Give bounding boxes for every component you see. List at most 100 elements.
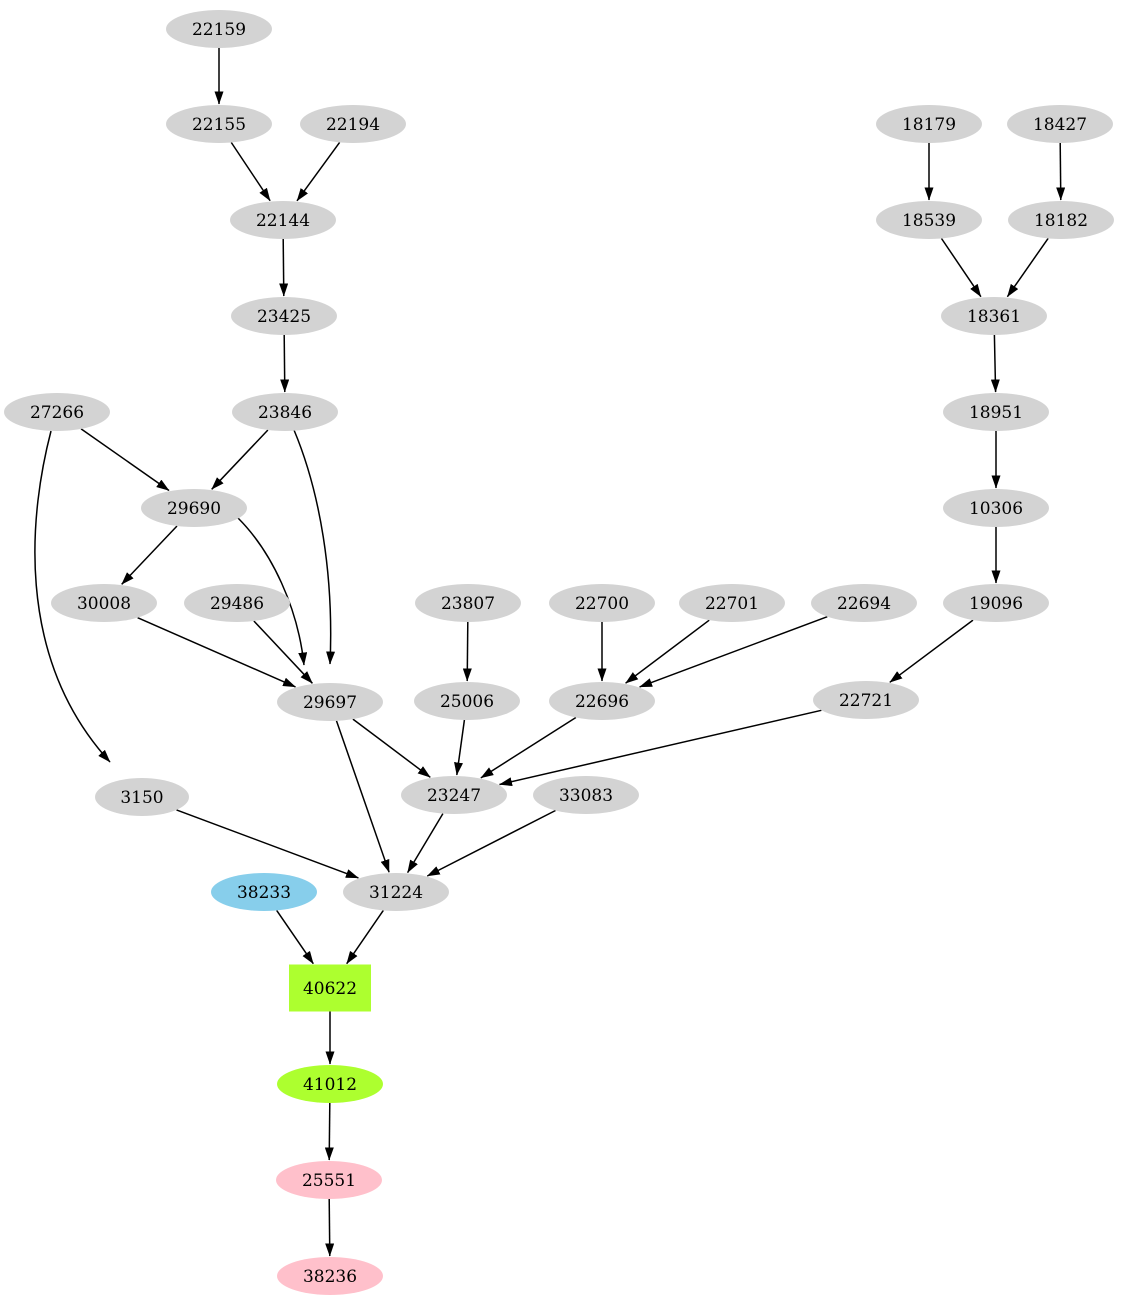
node-label-18361: 18361 <box>967 307 1021 327</box>
node-38233: 38233 <box>211 873 317 911</box>
node-40622: 40622 <box>289 964 371 1012</box>
node-label-30008: 30008 <box>77 594 131 614</box>
node-29486: 29486 <box>184 584 290 622</box>
edge-22155-22144 <box>230 142 271 202</box>
node-ellipse-25006 <box>414 682 520 720</box>
node-18361: 18361 <box>941 297 1047 335</box>
edge-29690-30008 <box>121 525 178 585</box>
edge-33083-31224 <box>426 809 556 877</box>
nodes-layer: 22159 22155 22194 22144 23425 23846 27266 29690… <box>4 10 1114 1295</box>
node-18539: 18539 <box>876 201 982 239</box>
node-22700: 22700 <box>549 584 655 622</box>
node-30008: 30008 <box>51 584 157 622</box>
node-29690: 29690 <box>141 489 247 527</box>
edge-22194-22144 <box>296 141 341 202</box>
node-19096: 19096 <box>943 584 1049 622</box>
node-ellipse-41012 <box>277 1065 383 1103</box>
edge-23425-23846 <box>280 334 290 393</box>
node-label-22721: 22721 <box>839 691 893 711</box>
node-ellipse-31224 <box>343 873 449 911</box>
node-label-27266: 27266 <box>30 403 84 423</box>
node-ellipse-25551 <box>276 1161 382 1199</box>
node-22159: 22159 <box>166 10 272 48</box>
node-ellipse-22159 <box>166 10 272 48</box>
node-label-18182: 18182 <box>1034 211 1088 231</box>
node-ellipse-18951 <box>943 393 1049 431</box>
node-25006: 25006 <box>414 682 520 720</box>
node-ellipse-22721 <box>813 681 919 719</box>
edge-38233-40622 <box>276 909 314 965</box>
edge-23807-25006 <box>462 621 472 682</box>
node-25551: 25551 <box>276 1161 382 1199</box>
node-ellipse-19096 <box>943 584 1049 622</box>
edge-19096-22721 <box>889 619 974 683</box>
edge-18182-18361 <box>1006 237 1049 298</box>
node-27266: 27266 <box>4 393 110 431</box>
node-23807: 23807 <box>415 584 521 622</box>
edge-27266-3150 <box>34 430 111 763</box>
node-label-38236: 38236 <box>303 1267 357 1287</box>
node-38236: 38236 <box>277 1257 383 1295</box>
node-ellipse-18361 <box>941 297 1047 335</box>
node-label-18539: 18539 <box>902 211 956 231</box>
node-ellipse-38233 <box>211 873 317 911</box>
node-ellipse-22701 <box>679 584 785 622</box>
node-3150: 3150 <box>95 778 189 816</box>
node-22194: 22194 <box>300 105 406 143</box>
node-22144: 22144 <box>230 201 336 239</box>
node-ellipse-22696 <box>549 682 655 720</box>
edge-25006-23247 <box>454 719 466 776</box>
node-label-40622: 40622 <box>303 979 357 999</box>
node-22701: 22701 <box>679 584 785 622</box>
node-label-22159: 22159 <box>192 20 246 40</box>
node-label-22696: 22696 <box>575 692 629 712</box>
node-31224: 31224 <box>343 873 449 911</box>
node-22155: 22155 <box>166 105 272 143</box>
node-ellipse-23247 <box>401 776 507 814</box>
node-label-41012: 41012 <box>303 1075 357 1095</box>
node-label-29690: 29690 <box>167 499 221 519</box>
edge-29697-23247 <box>352 718 431 778</box>
edges-layer <box>34 48 1066 1257</box>
edge-18539-18361 <box>940 238 982 298</box>
node-label-3150: 3150 <box>120 788 163 808</box>
edge-22701-22696 <box>625 619 710 684</box>
edge-18427-18182 <box>1056 142 1066 201</box>
node-10306: 10306 <box>943 489 1049 527</box>
node-23425: 23425 <box>231 297 337 335</box>
edge-23846-29697 <box>293 429 336 665</box>
node-label-22701: 22701 <box>705 594 759 614</box>
node-ellipse-29486 <box>184 584 290 622</box>
node-label-23846: 23846 <box>258 403 312 423</box>
node-18427: 18427 <box>1007 105 1113 143</box>
edge-22144-23425 <box>279 238 289 297</box>
node-ellipse-22694 <box>811 584 917 622</box>
node-33083: 33083 <box>533 776 639 814</box>
node-label-22144: 22144 <box>256 211 310 231</box>
node-label-23807: 23807 <box>441 594 495 614</box>
edge-27266-29690 <box>80 428 170 492</box>
node-22694: 22694 <box>811 584 917 622</box>
edge-29690-29697 <box>237 517 308 666</box>
node-29697: 29697 <box>277 683 383 721</box>
node-18179: 18179 <box>876 105 982 143</box>
node-ellipse-33083 <box>533 776 639 814</box>
node-ellipse-22194 <box>300 105 406 143</box>
node-label-25551: 25551 <box>302 1171 356 1191</box>
node-22696: 22696 <box>549 682 655 720</box>
edge-22694-22696 <box>639 615 828 688</box>
node-label-22155: 22155 <box>192 115 246 135</box>
node-label-18179: 18179 <box>902 115 956 135</box>
edge-18361-18951 <box>990 334 1000 393</box>
node-ellipse-38236 <box>277 1257 383 1295</box>
node-label-23425: 23425 <box>257 307 311 327</box>
node-ellipse-18427 <box>1007 105 1113 143</box>
node-ellipse-22700 <box>549 584 655 622</box>
node-ellipse-29690 <box>141 489 247 527</box>
node-ellipse-18539 <box>876 201 982 239</box>
node-ellipse-22144 <box>230 201 336 239</box>
node-ellipse-18179 <box>876 105 982 143</box>
node-ellipse-27266 <box>4 393 110 431</box>
node-ellipse-18182 <box>1008 201 1114 239</box>
